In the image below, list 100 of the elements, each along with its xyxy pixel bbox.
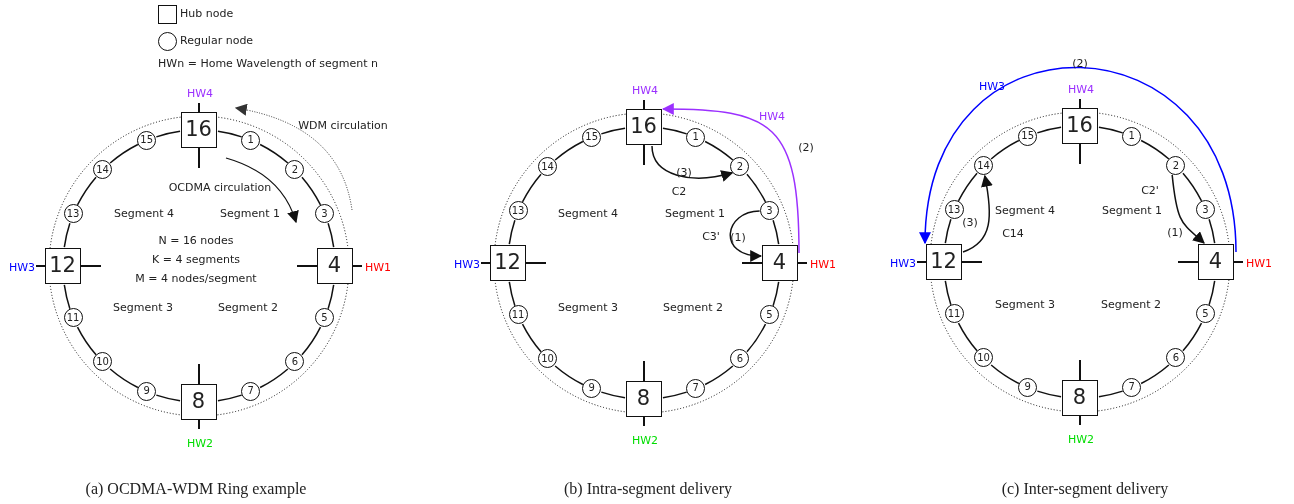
ring-link (217, 394, 243, 402)
ring-node: 13 (508, 201, 528, 221)
ring-link (155, 394, 181, 402)
ring-node: 10 (974, 348, 994, 368)
wavelength-label: HW1 (364, 260, 392, 274)
ring-link (1208, 280, 1216, 306)
ring-link (1098, 390, 1124, 398)
wavelength-label: HW4 (186, 86, 214, 100)
ring-link (554, 140, 584, 161)
ring-link (990, 364, 1020, 385)
ring-node: 5 (1195, 304, 1215, 324)
annotation: Segment 1 (1102, 203, 1162, 217)
ring-node: 2 (285, 160, 305, 180)
ring-link (746, 323, 767, 353)
ring-link (1140, 139, 1170, 160)
ring-link (63, 284, 71, 310)
ring-link (746, 173, 767, 203)
ring-link (327, 284, 335, 310)
annotation: C3' (702, 229, 720, 243)
wavelength-label: HW4 (631, 83, 659, 97)
annotation: Segment 2 (1101, 297, 1161, 311)
annotation: WDM circulation (298, 118, 388, 132)
wavelength-label: HW2 (1067, 432, 1095, 446)
arrow (962, 174, 993, 253)
ring-link (554, 365, 584, 386)
ring-node: 7 (1122, 377, 1142, 397)
ring-node: 13 (63, 204, 83, 224)
ring-link (259, 368, 289, 389)
ring-link (109, 143, 139, 164)
annotation: C2' (1141, 183, 1159, 197)
wavelength-label: HW1 (1245, 256, 1273, 270)
edge-label: (1) (730, 230, 746, 244)
annotation: Segment 3 (113, 300, 173, 314)
ring-link (772, 219, 780, 245)
ring-node: 15 (137, 130, 157, 150)
wavelength-label: HW3 (889, 256, 917, 270)
ring-link (990, 139, 1020, 160)
ring-node: 2 (1166, 156, 1186, 176)
arrow (1171, 174, 1205, 244)
ring-node: 15 (1018, 126, 1038, 146)
ring-link (508, 219, 516, 245)
ring-link (508, 281, 516, 307)
ring-node: 3 (314, 204, 334, 224)
ring-node: 10 (538, 349, 558, 369)
ring-node: 6 (730, 349, 750, 369)
annotation: Segment 1 (220, 206, 280, 220)
node-number: 16 (1066, 115, 1093, 136)
ring-node: 3 (1195, 200, 1215, 220)
ring-link (259, 143, 289, 164)
node-number: 4 (772, 252, 787, 273)
annotation: M = 4 nodes/segment (135, 271, 257, 285)
annotation: Segment 2 (218, 300, 278, 314)
node-number: 8 (1072, 387, 1087, 408)
ring-node: 11 (63, 308, 83, 328)
ring-link (957, 172, 978, 202)
annotation: Segment 3 (995, 297, 1055, 311)
ring-node: 6 (1166, 348, 1186, 368)
ring-link (944, 218, 952, 244)
edge-label: (1) (1167, 225, 1183, 239)
node-number: 4 (1208, 251, 1223, 272)
ring-node: 1 (1122, 126, 1142, 146)
annotation: C14 (1002, 226, 1024, 240)
ring-link (944, 280, 952, 306)
wavelength-label: HW4 (1067, 82, 1095, 96)
wavelength-label: HW1 (809, 257, 837, 271)
annotation: K = 4 segments (152, 252, 240, 266)
ring-link (1208, 218, 1216, 244)
annotation: Segment 2 (663, 300, 723, 314)
ring-link (521, 323, 542, 353)
ring-link (704, 140, 734, 161)
legend-text: Regular node (180, 34, 254, 47)
ring-node: 2 (730, 157, 750, 177)
wavelength-label: HW2 (631, 433, 659, 447)
ring-link (1182, 322, 1203, 352)
ring-link (772, 281, 780, 307)
arrow (651, 145, 734, 182)
arrow (729, 210, 763, 262)
edge-label: (2) (798, 140, 814, 154)
annotation: Segment 1 (665, 206, 725, 220)
caption: (c) Inter-segment delivery (1001, 480, 1169, 498)
annotation: Segment 4 (995, 203, 1055, 217)
ring-link (1140, 364, 1170, 385)
ring-node: 11 (944, 304, 964, 324)
ring-node: 14 (538, 157, 558, 177)
node-number: 8 (191, 391, 206, 412)
ring-node: 5 (759, 305, 779, 325)
caption: (a) OCDMA-WDM Ring example (85, 480, 307, 498)
wavelength-label: HW3 (8, 260, 36, 274)
ring-link (109, 368, 139, 389)
ring-link (1036, 126, 1062, 134)
annotation: HW4 (758, 109, 786, 123)
ring-node: 9 (1018, 377, 1038, 397)
annotation: C2 (671, 184, 687, 198)
legend-text: Hub node (180, 7, 234, 20)
ring-link (662, 127, 688, 135)
edge-label: (3) (676, 165, 692, 179)
node-number: 4 (327, 255, 342, 276)
ring-node: 11 (508, 305, 528, 325)
ring-link (301, 176, 322, 206)
ring-node: 1 (686, 127, 706, 147)
